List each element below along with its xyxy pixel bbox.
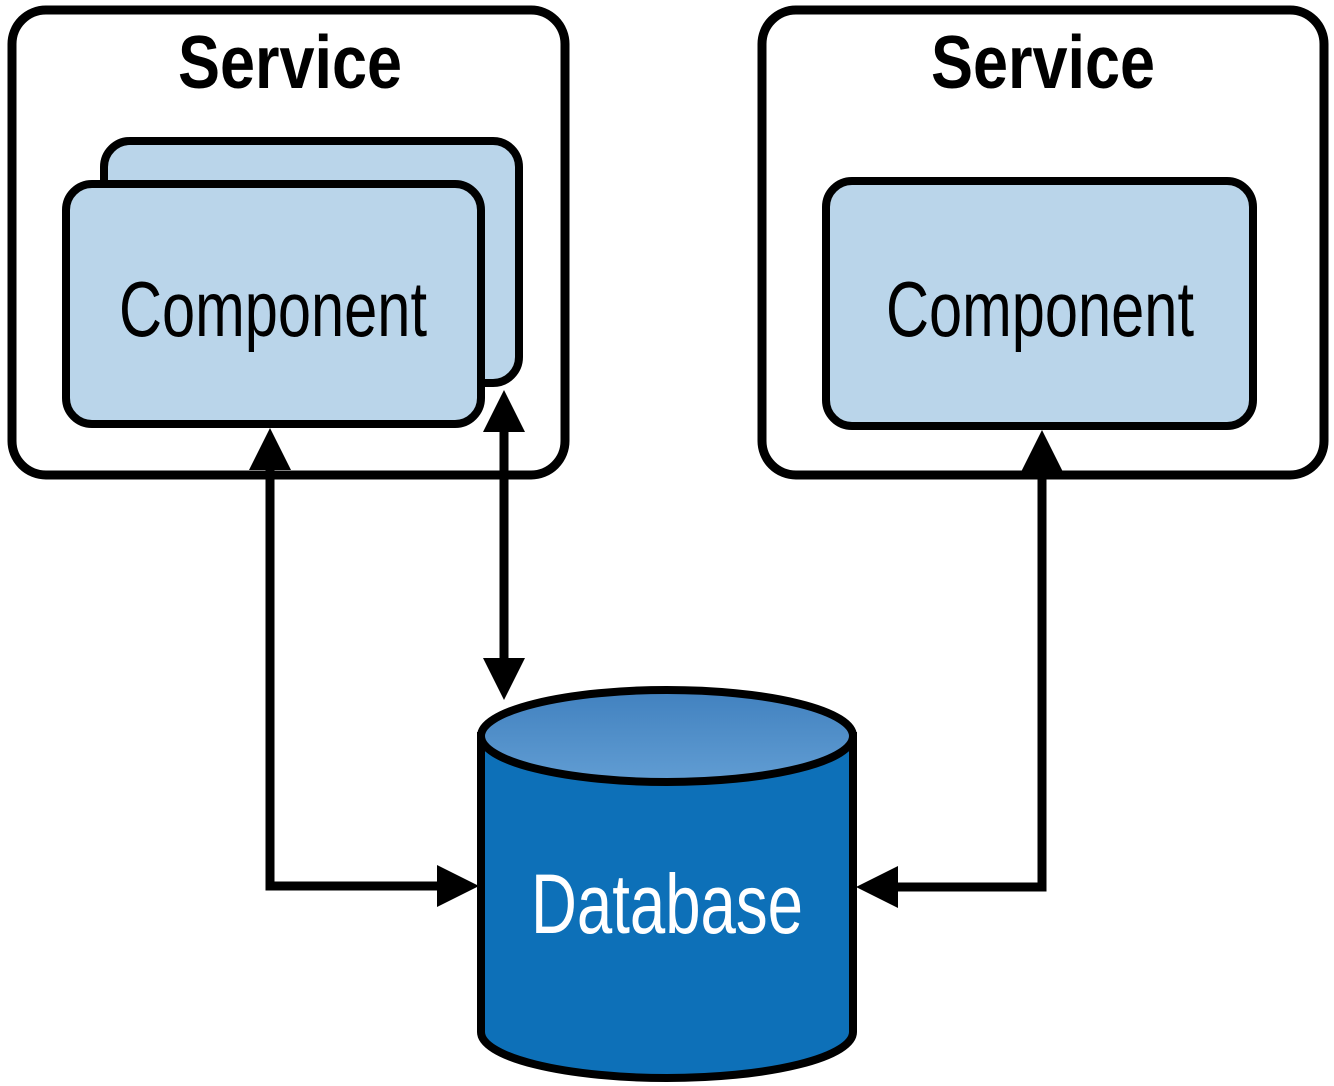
database-top-face: [477, 686, 857, 786]
arrow-right-component-database: [856, 430, 1063, 908]
arrow-front-line: [265, 466, 442, 891]
component-front-label: Component: [119, 265, 427, 353]
arrow-right-line: [896, 468, 1047, 892]
component-box-right: [822, 177, 1257, 430]
database-cylinder: Database: [477, 686, 857, 1082]
service-left-label: Service: [178, 20, 402, 104]
arrowhead-up-right-component: [1021, 430, 1063, 472]
arrowhead-down-database-top: [483, 658, 525, 700]
arrowhead-up-front-component: [249, 428, 291, 470]
database-body: [477, 732, 857, 1082]
arrowhead-left-database: [856, 866, 898, 908]
database-label: Database: [531, 857, 803, 951]
component-right-label: Component: [886, 265, 1194, 353]
arrow-back-component-database: [483, 390, 525, 700]
component-box-front: [62, 180, 485, 428]
arrowhead-right-database: [437, 865, 479, 907]
service-group-left: Service Component: [7, 5, 570, 480]
service-group-right: Service Component: [757, 5, 1329, 480]
arrowhead-up-back-component: [483, 390, 525, 432]
service-right-label: Service: [931, 20, 1155, 104]
arrow-front-component-database: [249, 428, 479, 907]
